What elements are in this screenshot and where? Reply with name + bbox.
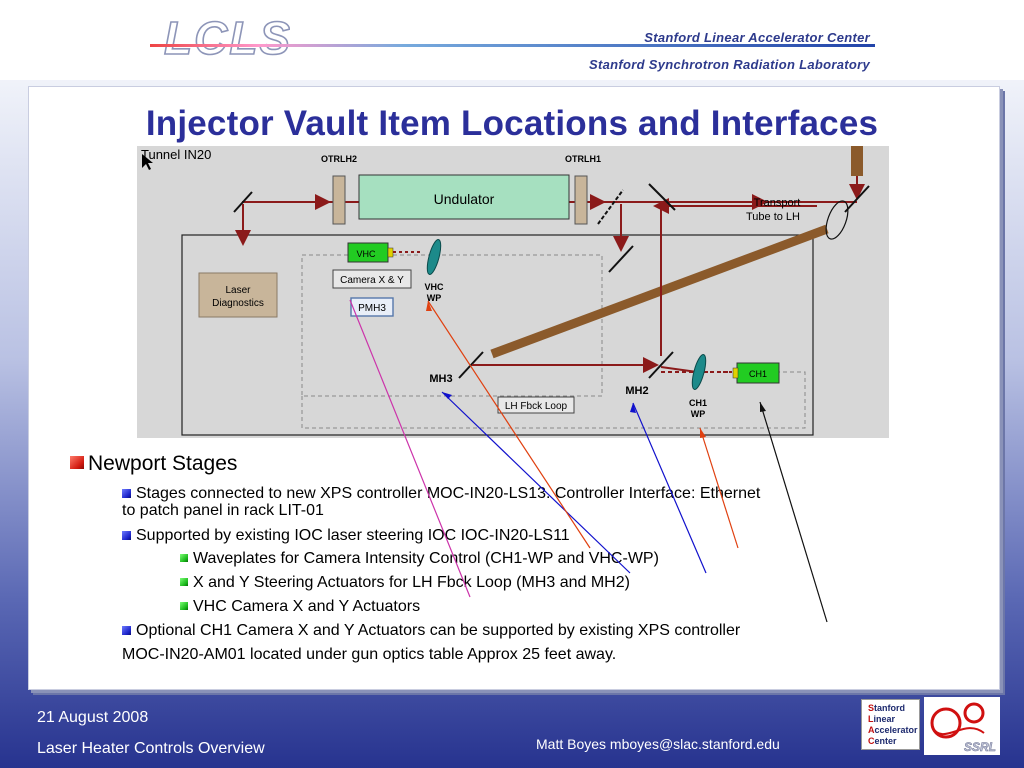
vhc-waveplate	[426, 239, 442, 275]
cursor-icon	[142, 154, 153, 170]
green-bullet-icon	[180, 578, 188, 586]
otrlh2-screen	[332, 175, 346, 225]
footer-date: 21 August 2008	[37, 709, 149, 726]
mirror-top-left	[233, 191, 253, 213]
mirror-dashed	[597, 189, 624, 225]
lcls-logo: LCLS	[160, 8, 291, 68]
mirror-transport	[844, 185, 870, 213]
bullet-optional-ch1: Optional CH1 Camera X and Y Actuators ca…	[122, 622, 740, 640]
green-bullet-icon	[180, 554, 188, 562]
svg-text:CH1: CH1	[749, 369, 767, 379]
bullet-optional-ch1-cont: MOC-IN20-AM01 located under gun optics t…	[122, 646, 617, 663]
footer-author: Matt Boyes mboyes@slac.stanford.edu	[536, 736, 780, 752]
blue-bullet-icon	[122, 489, 131, 498]
svg-text:Laser: Laser	[225, 285, 251, 296]
svg-text:VHC: VHC	[424, 282, 444, 292]
camera-xy-box	[332, 269, 412, 289]
transport-tube	[490, 224, 829, 359]
svg-text:LCLS: LCLS	[164, 12, 290, 64]
bullet-supported-ioc: Supported by existing IOC laser steering…	[122, 527, 570, 545]
svg-text:Transport: Transport	[754, 197, 801, 209]
svg-text:OTRLH2: OTRLH2	[321, 154, 357, 164]
sub-bullet-vhc-camera: VHC Camera X and Y Actuators	[180, 598, 420, 616]
mh2-mirror	[648, 351, 674, 379]
svg-text:Tunnel IN20: Tunnel IN20	[141, 147, 211, 162]
svg-text:OTRLH1: OTRLH1	[565, 154, 601, 164]
svg-text:Undulator: Undulator	[434, 191, 495, 207]
bullet-stages-connected: Stages connected to new XPS controller M…	[122, 485, 760, 503]
slide-header: LCLS Stanford Linear Accelerator Center …	[0, 0, 1024, 80]
blue-bullet-icon	[122, 531, 131, 540]
lens	[825, 200, 849, 240]
transport-tube-vertical	[851, 146, 863, 176]
org-name-ssrl: Stanford Synchrotron Radiation Laborator…	[589, 57, 870, 72]
otrlh1-screen	[574, 175, 588, 225]
ssrl-logo: SSRL	[924, 697, 1000, 755]
green-bullet-icon	[180, 602, 188, 610]
svg-text:VHC: VHC	[356, 249, 376, 259]
ch1-waveplate	[691, 354, 707, 390]
svg-text:LH Fbck Loop: LH Fbck Loop	[505, 401, 568, 412]
svg-text:MH3: MH3	[429, 373, 452, 385]
bullet-stages-connected-cont: to patch panel in rack LIT-01	[122, 502, 324, 519]
laser-diagnostics-box	[198, 272, 278, 318]
svg-text:Tube to LH: Tube to LH	[746, 211, 800, 223]
vault-diagram: Laser Diagnostics Undulator OTRLH2 OTRLH…	[137, 146, 889, 438]
slac-logo: Stanford Linear Accelerator Center	[861, 699, 920, 750]
bullet-level1: Newport Stages	[70, 452, 237, 476]
svg-text:MH2: MH2	[625, 385, 648, 397]
header-rule	[150, 44, 875, 47]
svg-text:Diagnostics: Diagnostics	[212, 298, 264, 309]
slide-title: Injector Vault Item Locations and Interf…	[145, 104, 879, 143]
undulator-box	[358, 174, 570, 220]
sub-bullet-steering: X and Y Steering Actuators for LH Fbck L…	[180, 574, 630, 592]
org-name-slac: Stanford Linear Accelerator Center	[644, 30, 870, 45]
mirror-mid	[608, 245, 634, 273]
sub-bullet-waveplates: Waveplates for Camera Intensity Control …	[180, 550, 659, 568]
footer-talk-title: Laser Heater Controls Overview	[37, 740, 265, 757]
svg-text:Camera X & Y: Camera X & Y	[340, 275, 404, 286]
red-bullet-icon	[70, 456, 84, 469]
svg-text:PMH3: PMH3	[358, 303, 386, 314]
blue-bullet-icon	[122, 626, 131, 635]
svg-text:SSRL: SSRL	[964, 740, 996, 754]
svg-text:WP: WP	[691, 409, 706, 419]
svg-text:CH1: CH1	[689, 398, 707, 408]
svg-text:WP: WP	[427, 293, 442, 303]
mirror-top-right	[648, 183, 676, 211]
